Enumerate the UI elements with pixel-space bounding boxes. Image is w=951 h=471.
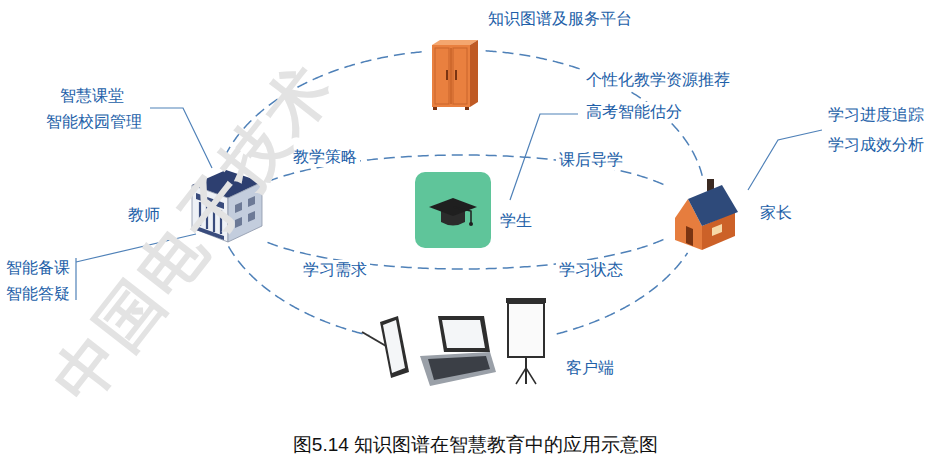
figure-caption: 图5.14 知识图谱在智慧教育中的应用示意图: [0, 433, 951, 457]
cabinet-icon: [432, 40, 478, 110]
house-icon: [675, 179, 738, 250]
callout-text: 智能校园管理: [46, 112, 142, 132]
callout-text: 学习状态: [556, 260, 626, 280]
leader-bracket: [75, 258, 76, 300]
callout-text: 高考智能估分: [583, 102, 685, 122]
platform-node: 知识图谱及服务平台: [425, 36, 483, 112]
callout-text: 课后导学: [556, 150, 626, 170]
node-label: 知识图谱及服务平台: [488, 9, 632, 29]
client-devices: [362, 298, 546, 386]
dashed-connector: [557, 253, 688, 334]
callout-text: 学习成效分析: [828, 135, 924, 155]
teacher-node: 教师: [188, 162, 264, 244]
leader-line: [150, 108, 212, 168]
dashed-connector: [229, 246, 370, 335]
callout-text: 学习需求: [300, 260, 370, 280]
callout-text: 个性化教学资源推荐: [583, 70, 733, 90]
node-label: 家长: [760, 203, 792, 223]
student-icon: [415, 172, 491, 248]
leader-line: [748, 130, 822, 190]
callout-text: 智慧课堂: [60, 86, 124, 106]
parent-node: 家长: [668, 178, 738, 250]
node-label: 学生: [500, 211, 532, 231]
callout-text: 学习进度追踪: [828, 105, 924, 125]
node-label: 教师: [128, 205, 160, 225]
callout-text: 智能备课: [6, 258, 70, 278]
student-node: 学生: [415, 172, 491, 248]
watermark: 中国电子技术: [40, 50, 346, 415]
node-label: 客户端: [566, 358, 614, 378]
callout-text: 智能答疑: [6, 284, 70, 304]
client-node: 客户端: [372, 296, 554, 386]
